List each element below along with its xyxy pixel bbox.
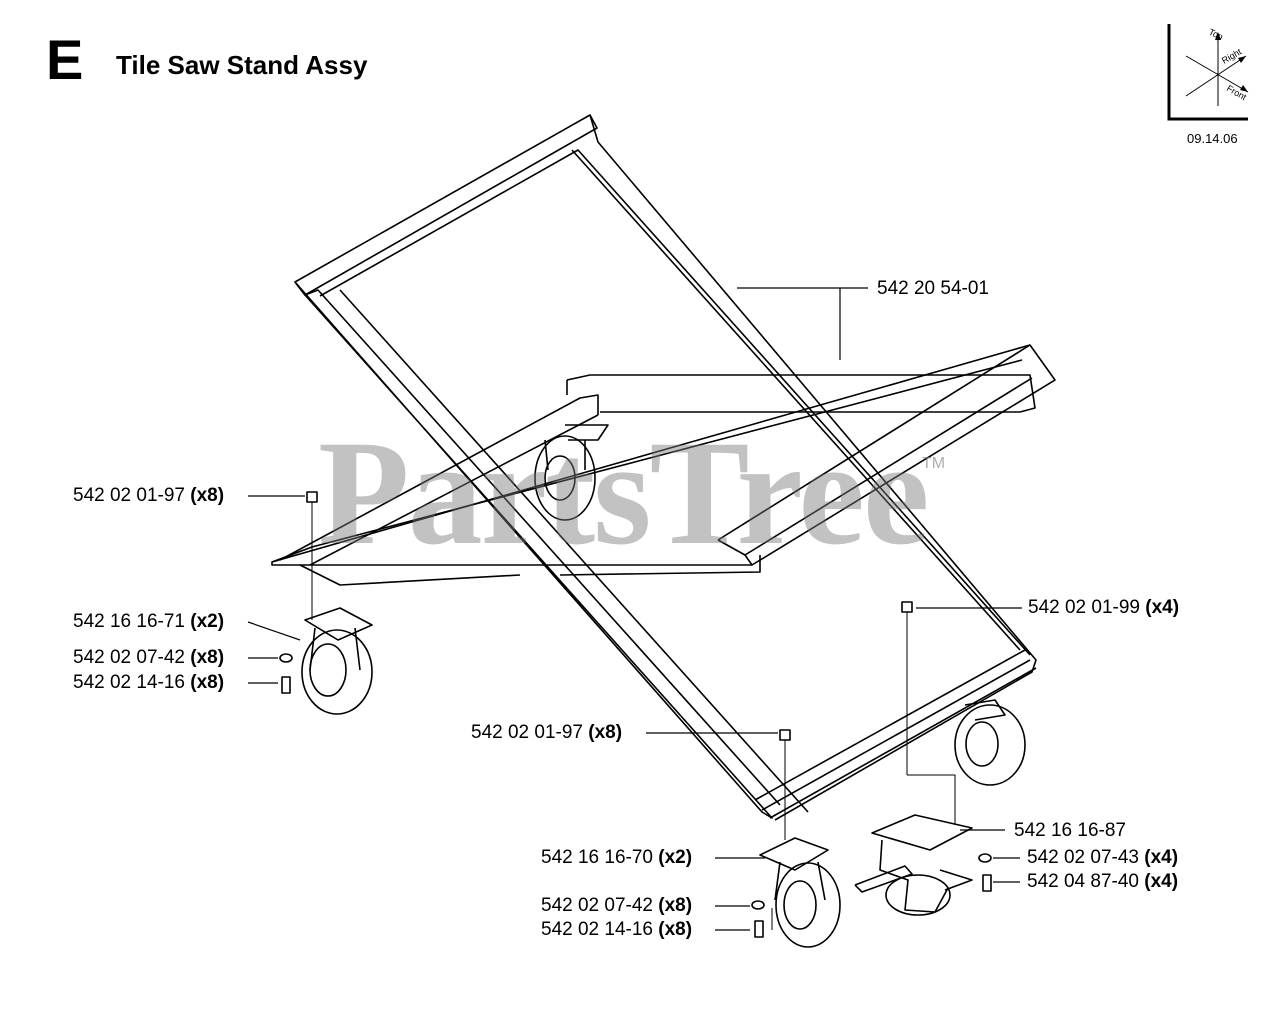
callout-542-16-16-87[interactable]: 542 16 16-87	[1014, 820, 1126, 841]
caster-front-center	[759, 837, 841, 948]
leader-lines	[247, 287, 1022, 931]
caster-locking	[854, 814, 973, 916]
diagram-title: Tile Saw Stand Assy	[116, 50, 368, 80]
callout-542-02-14-16-lower[interactable]: 542 02 14-16 (x8)	[541, 919, 693, 940]
callout-542-02-01-99[interactable]: 542 02 01-99 (x4)	[1028, 597, 1180, 618]
callout-542-20-54-01[interactable]: 542 20 54-01	[877, 278, 989, 299]
callout-542-02-01-97-upper[interactable]: 542 02 01-97 (x8)	[73, 485, 225, 506]
watermark: PartsTree	[318, 410, 929, 576]
callout-542-16-16-71[interactable]: 542 16 16-71 (x2)	[73, 611, 225, 632]
caster-right-rear	[954, 699, 1026, 786]
callout-542-16-16-70[interactable]: 542 16 16-70 (x2)	[541, 847, 693, 868]
watermark-tm: TM	[922, 455, 946, 472]
caster-rear	[534, 424, 609, 521]
callout-542-02-07-43[interactable]: 542 02 07-43 (x4)	[1027, 847, 1179, 868]
diagram-date: 09.14.06	[1187, 131, 1238, 146]
cross-members	[279, 374, 1036, 586]
callout-542-02-01-97-lower[interactable]: 542 02 01-97 (x8)	[471, 722, 623, 743]
frame-outline	[294, 114, 1037, 821]
caster-left-front	[301, 607, 373, 715]
callout-542-02-14-16-left[interactable]: 542 02 14-16 (x8)	[73, 672, 225, 693]
orientation-compass-icon: Top Right Front	[1167, 24, 1249, 121]
callout-542-02-07-42-left[interactable]: 542 02 07-42 (x8)	[73, 647, 225, 668]
callout-542-02-07-42-lower[interactable]: 542 02 07-42 (x8)	[541, 895, 693, 916]
section-letter: E	[46, 28, 84, 91]
callout-542-04-87-40[interactable]: 542 04 87-40 (x4)	[1027, 871, 1179, 892]
